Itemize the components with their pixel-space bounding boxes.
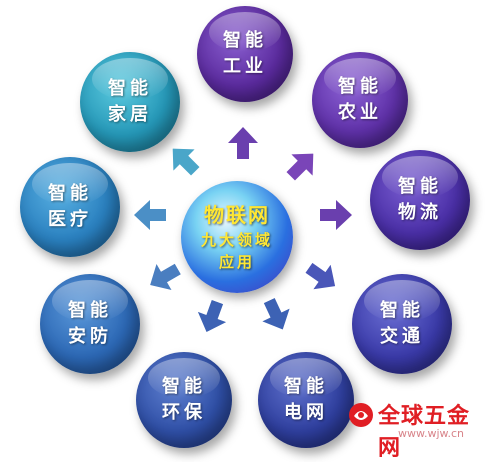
node-label-line1: 智能 <box>108 78 152 99</box>
node-label-line1: 智能 <box>284 376 328 397</box>
node-smart-traffic: 智能 交通 <box>352 274 452 374</box>
node-label-line2: 交通 <box>380 326 424 347</box>
node-smart-environment: 智能 环保 <box>136 352 232 448</box>
node-label-line1: 智能 <box>68 300 112 321</box>
node-label-line1: 智能 <box>223 30 267 51</box>
watermark-brand: 全球五金网 <box>378 404 471 461</box>
node-smart-medical: 智能 医疗 <box>20 157 120 257</box>
node-label-line2: 家居 <box>108 104 152 125</box>
arrow-to-power-grid <box>262 297 290 330</box>
center-subtitle-line2: 应用 <box>218 253 255 271</box>
center-hub: 物联网 九大领域 应用 <box>181 181 293 293</box>
watermark-url: www.wjw.cn <box>398 427 465 440</box>
node-label-line2: 环保 <box>162 402 206 423</box>
arrow-to-industry <box>228 127 258 159</box>
arrow-to-medical <box>134 200 166 230</box>
node-smart-security: 智能 安防 <box>40 274 140 374</box>
node-smart-power-grid: 智能 电网 <box>258 352 354 448</box>
node-smart-home: 智能 家居 <box>80 52 180 152</box>
watermark-logo-icon <box>349 403 373 427</box>
node-label-line1: 智能 <box>48 183 92 204</box>
arrow-to-traffic <box>305 262 336 290</box>
node-label-line2: 医疗 <box>48 209 92 230</box>
node-label-line2: 工业 <box>223 56 267 77</box>
node-label-line2: 农业 <box>338 102 382 123</box>
node-label-line1: 智能 <box>398 176 442 197</box>
node-label-line2: 物流 <box>398 202 442 223</box>
center-title: 物联网 <box>204 203 270 227</box>
node-smart-agriculture: 智能 农业 <box>312 52 408 148</box>
node-label-line1: 智能 <box>338 76 382 97</box>
arrow-to-logistics <box>320 200 352 230</box>
arrow-to-security <box>150 263 181 290</box>
node-label-line1: 智能 <box>162 376 206 397</box>
node-smart-logistics: 智能 物流 <box>370 150 470 250</box>
node-smart-industry: 智能 工业 <box>197 6 293 102</box>
node-label-line2: 安防 <box>68 326 112 347</box>
node-label-line2: 电网 <box>284 402 328 423</box>
arrow-to-agriculture <box>286 153 314 181</box>
arrow-to-home <box>172 148 200 176</box>
node-label-line1: 智能 <box>380 300 424 321</box>
arrow-to-environment <box>197 299 227 333</box>
center-subtitle-line1: 九大领域 <box>200 231 273 249</box>
